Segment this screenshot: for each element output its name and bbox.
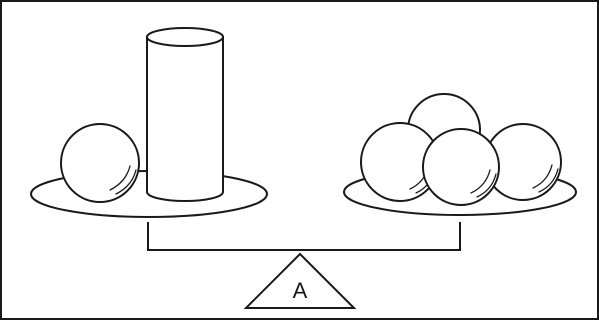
left-sphere xyxy=(60,123,140,203)
sphere-highlight xyxy=(109,165,131,191)
sphere-highlight xyxy=(115,169,137,195)
left-cylinder xyxy=(146,27,224,202)
cylinder-top xyxy=(146,27,224,47)
right-pan xyxy=(343,93,577,216)
left-pan xyxy=(30,27,268,218)
right-sphere-front xyxy=(422,128,500,206)
fulcrum-label: A xyxy=(293,278,308,303)
balance-beam xyxy=(147,222,461,251)
fulcrum: A xyxy=(243,252,357,309)
sphere xyxy=(60,123,140,203)
sphere-highlight xyxy=(538,168,559,193)
sphere-highlight xyxy=(476,173,497,198)
sphere xyxy=(422,128,500,206)
cylinder-body xyxy=(146,36,224,202)
beam xyxy=(147,222,461,251)
sphere-highlight xyxy=(470,169,491,194)
sphere-highlight xyxy=(532,164,553,189)
fulcrum-triangle xyxy=(243,252,357,309)
